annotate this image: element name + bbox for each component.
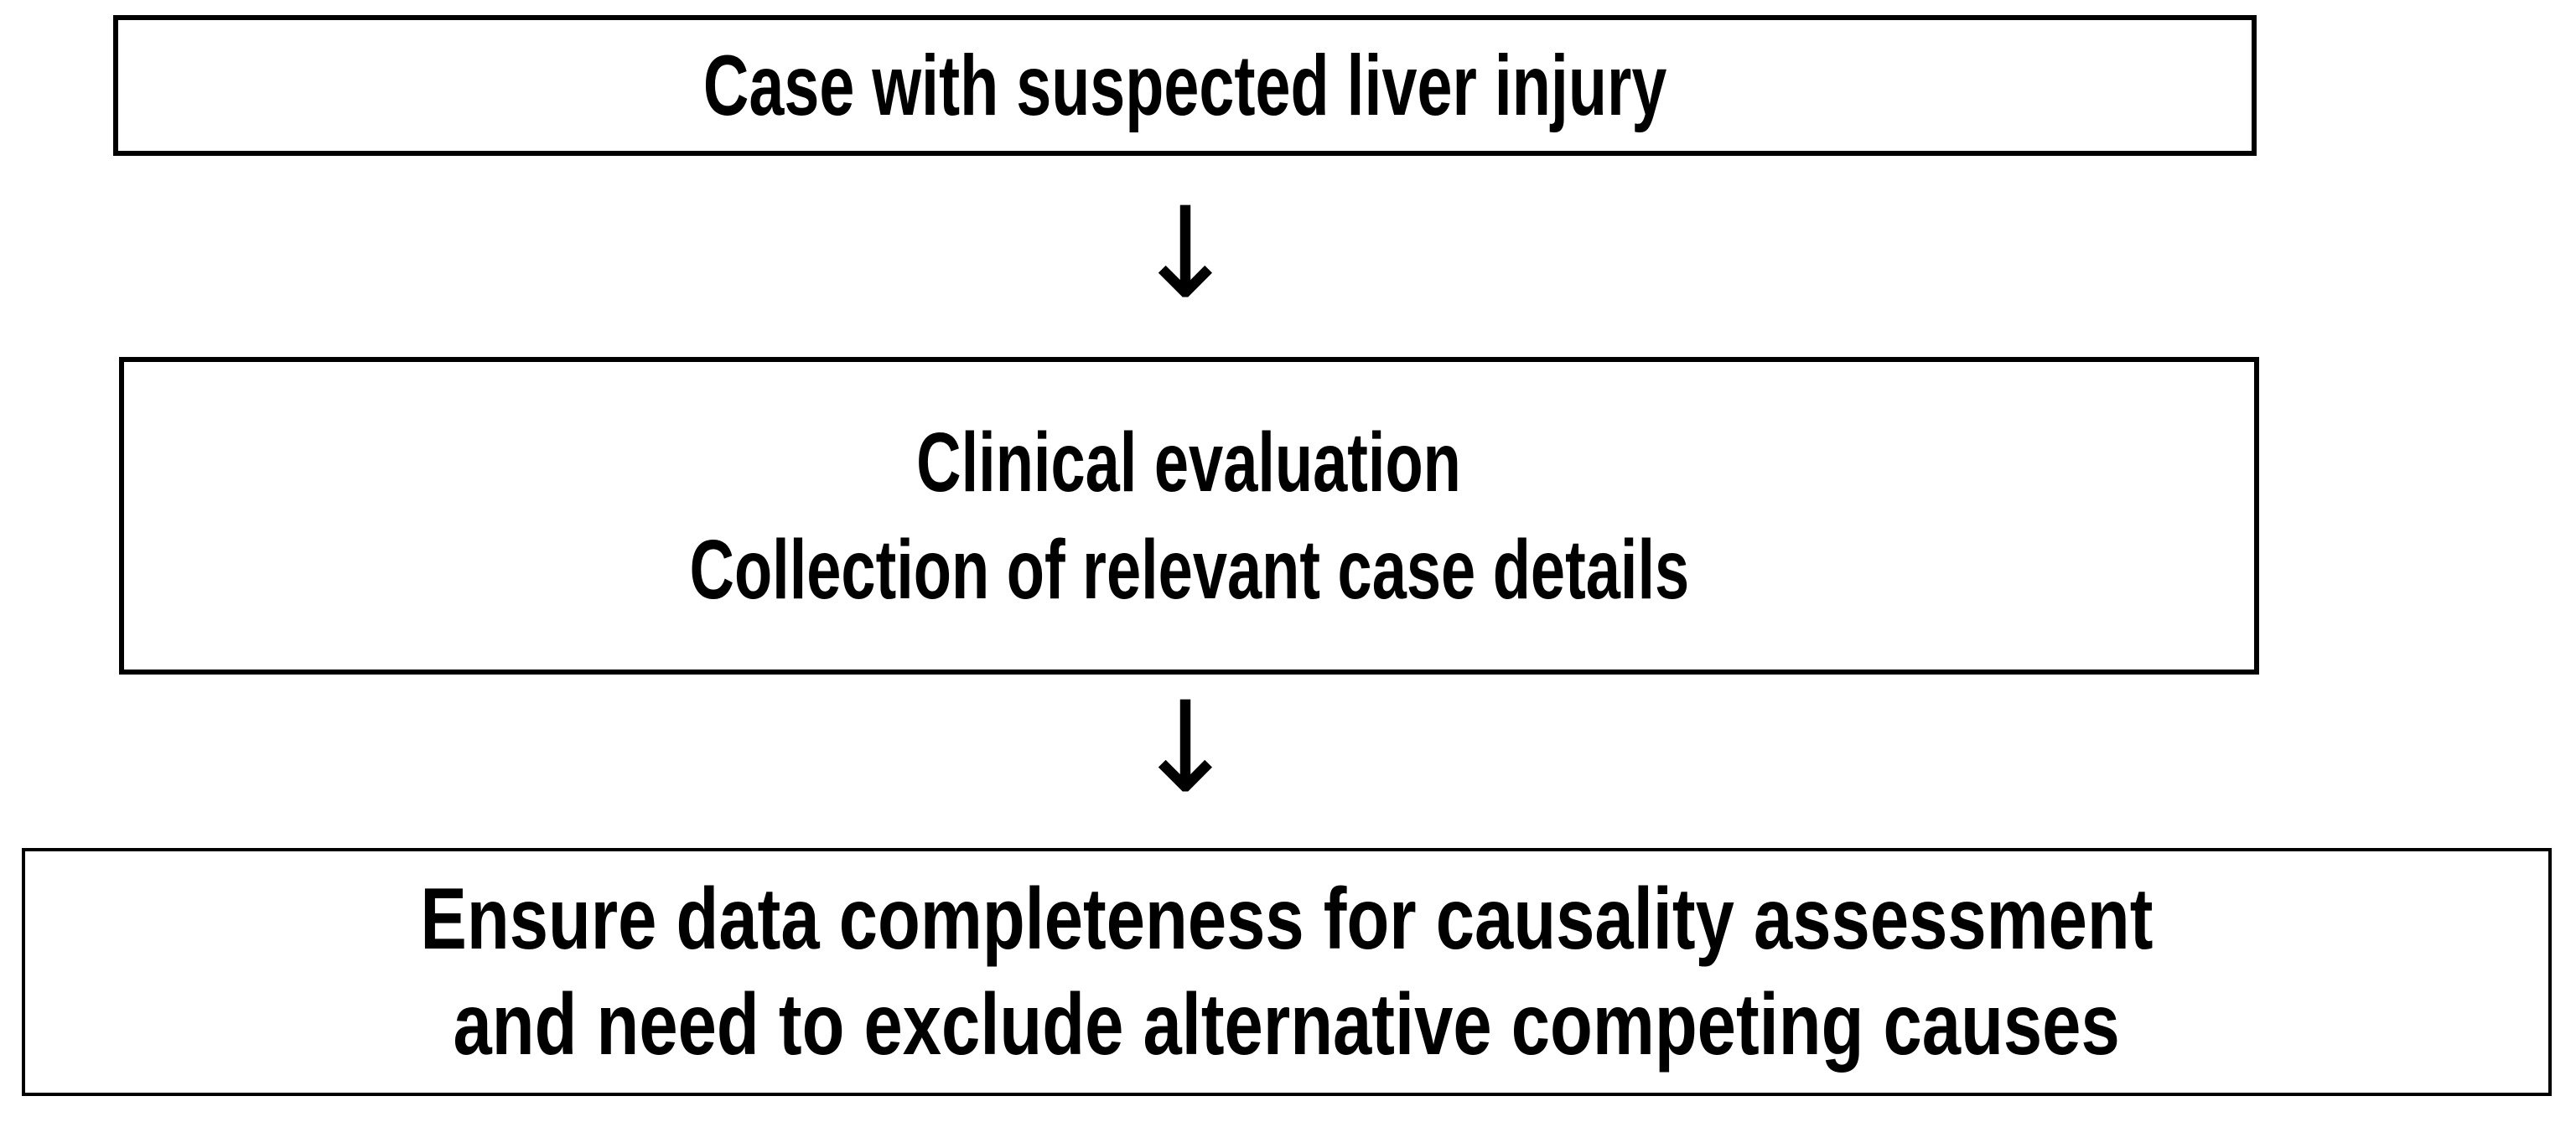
arrow-down-icon: ↓ bbox=[1133, 675, 1238, 821]
node-completeness-line-1: Ensure data completeness for causality a… bbox=[420, 871, 2154, 968]
arrow-down-icon: ↓ bbox=[1133, 181, 1238, 327]
node-completeness-line-2: and need to exclude alternative competin… bbox=[453, 976, 2121, 1073]
flowchart-node-data-completeness: Ensure data completeness for causality a… bbox=[22, 848, 2552, 1096]
flowchart-node-case: Case with suspected liver injury bbox=[113, 15, 2257, 156]
node-evaluation-line-1: Clinical evaluation bbox=[916, 415, 1462, 509]
flowchart-node-clinical-evaluation: Clinical evaluation Collection of releva… bbox=[119, 357, 2259, 675]
node-evaluation-line-2: Collection of relevant case details bbox=[689, 522, 1689, 617]
node-case-line-1: Case with suspected liver injury bbox=[702, 38, 1667, 133]
